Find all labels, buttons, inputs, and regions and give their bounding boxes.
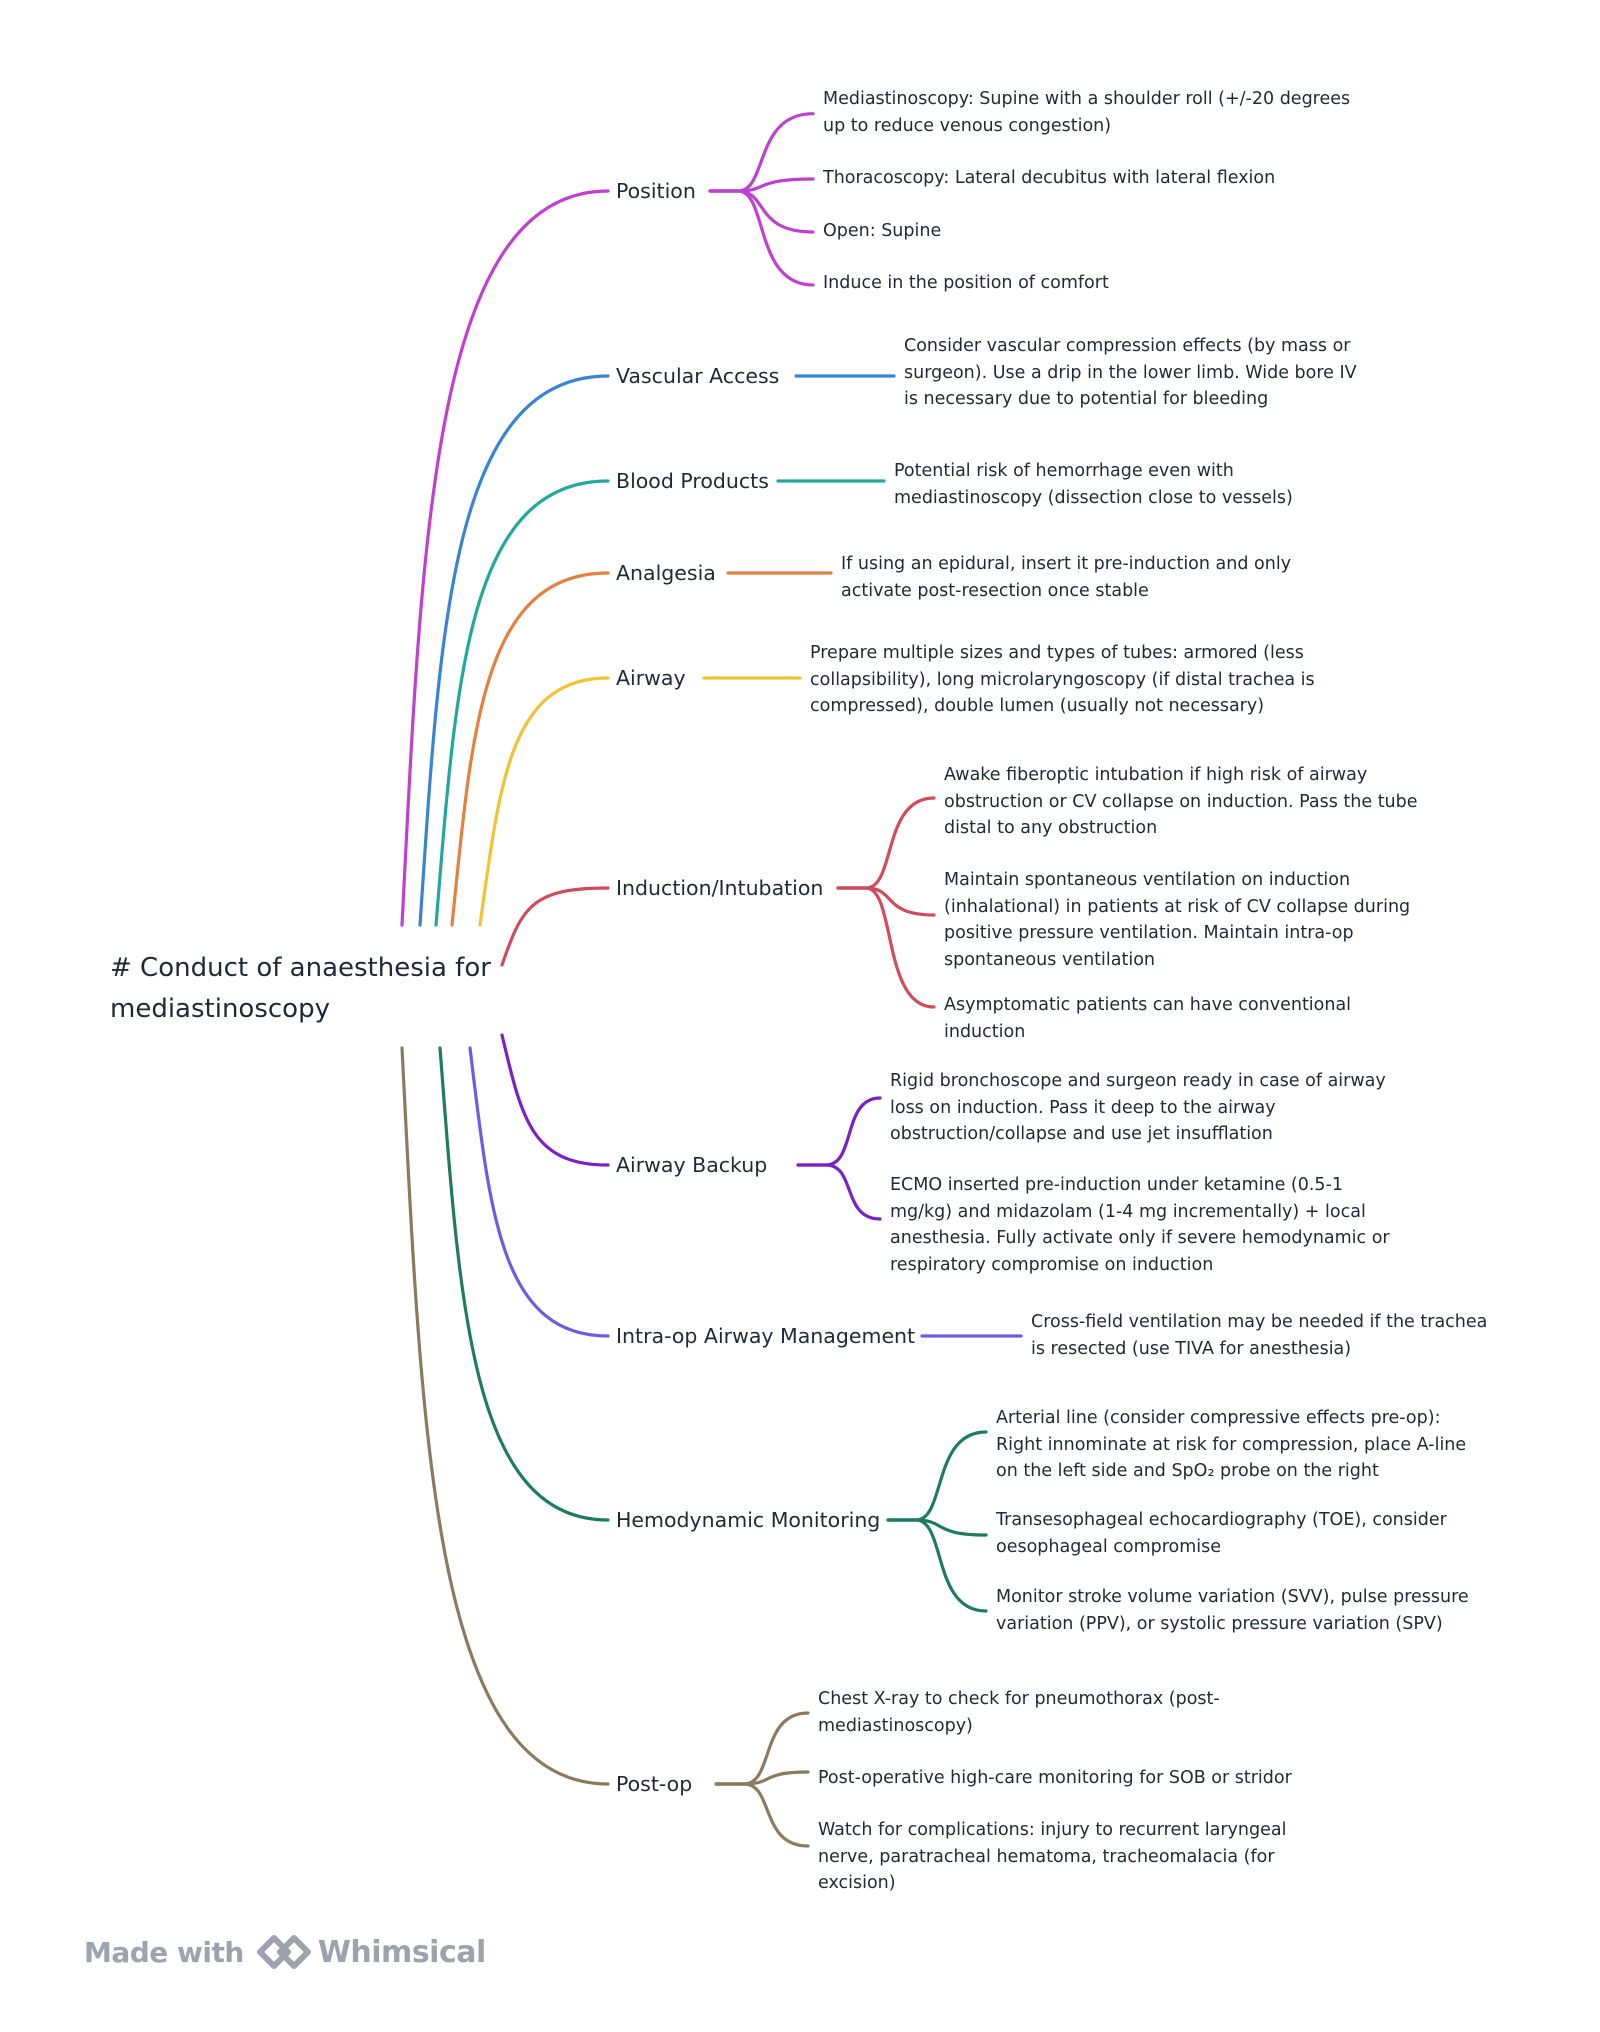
root-connector (400, 189, 610, 927)
branch-blood-products[interactable]: Blood Products (616, 469, 769, 493)
branch-airway-backup[interactable]: Airway Backup (616, 1153, 768, 1177)
leaf-topic[interactable]: Maintain spontaneous ventilation on indu… (944, 870, 1411, 970)
branch-airway[interactable]: Airway (616, 666, 686, 690)
leaf-connector (886, 1518, 988, 1537)
leaf-connector (836, 796, 936, 890)
leaf-topic[interactable]: ECMO inserted pre-induction under ketami… (890, 1175, 1390, 1275)
leaf-topic[interactable]: Induce in the position of comfort (823, 273, 1109, 293)
branch-vascular-access[interactable]: Vascular Access (616, 364, 780, 388)
leaf-topic[interactable]: Chest X-ray to check for pneumothorax (p… (818, 1689, 1220, 1736)
root-connector (418, 374, 610, 927)
root-connector (468, 1046, 610, 1338)
leaf-topic[interactable]: Awake fiberoptic intubation if high risk… (944, 765, 1418, 838)
leaf-topic[interactable]: Asymptomatic patients can have conventio… (944, 995, 1352, 1042)
leaf-topic[interactable]: Mediastinoscopy: Supine with a shoulder … (823, 89, 1351, 136)
leaf-topic[interactable]: Prepare multiple sizes and types of tube… (810, 643, 1315, 716)
branch-intra-op-airway-management[interactable]: Intra-op Airway Management (616, 1324, 916, 1348)
leaf-topic[interactable]: Transesophageal echocardiography (TOE), … (996, 1510, 1447, 1557)
branch-induction-intubation[interactable]: Induction/Intubation (616, 876, 824, 900)
leaf-connector (796, 1163, 882, 1221)
leaf-connector (714, 1770, 810, 1786)
root-connector (478, 676, 610, 927)
leaf-topic[interactable]: Arterial line (consider compressive effe… (996, 1408, 1467, 1481)
leaf-topic[interactable]: If using an epidural, insert it pre-indu… (841, 554, 1292, 601)
leaf-topic[interactable]: Potential risk of hemorrhage even with m… (894, 461, 1293, 508)
leaf-connector (708, 189, 815, 287)
branch-hemodynamic-monitoring[interactable]: Hemodynamic Monitoring (616, 1508, 881, 1532)
leaf-connector (708, 177, 815, 193)
footer-made-with: Made with (84, 1935, 244, 1969)
leaf-topic[interactable]: Thoracoscopy: Lateral decubitus with lat… (823, 168, 1276, 188)
leaf-topic[interactable]: Monitor stroke volume variation (SVV), p… (996, 1587, 1469, 1634)
leaf-topic[interactable]: Cross-field ventilation may be needed if… (1031, 1312, 1488, 1359)
footer-watermark: Made with Whimsical (84, 1930, 486, 1974)
root-connector (434, 479, 610, 927)
root-connector (500, 1033, 610, 1167)
leaf-connector (796, 1096, 882, 1167)
leaf-topic[interactable]: Post-operative high-care monitoring for … (818, 1768, 1292, 1788)
root-connector (400, 1046, 610, 1786)
branch-analgesia[interactable]: Analgesia (616, 561, 716, 585)
root-connector (438, 1046, 610, 1522)
leaf-topic[interactable]: Watch for complications: injury to recur… (818, 1820, 1287, 1893)
leaf-connector (836, 886, 936, 1009)
leaf-connector (714, 1782, 810, 1848)
branch-post-op[interactable]: Post-op (616, 1772, 693, 1796)
root-connector (450, 571, 610, 927)
branch-position[interactable]: Position (616, 179, 696, 203)
leaf-connector (886, 1518, 988, 1613)
footer-brand: Whimsical (317, 1934, 486, 1970)
leaf-topic[interactable]: Open: Supine (823, 221, 942, 241)
root-topic[interactable]: # Conduct of anaesthesia for mediastinos… (110, 953, 491, 1024)
whimsical-logo-icon (256, 1935, 311, 1969)
leaf-connector (836, 886, 936, 917)
leaf-connector (886, 1430, 988, 1522)
root-connector (500, 886, 610, 967)
leaf-topic[interactable]: Consider vascular compression effects (b… (904, 336, 1357, 409)
leaf-topic[interactable]: Rigid bronchoscope and surgeon ready in … (890, 1071, 1386, 1144)
